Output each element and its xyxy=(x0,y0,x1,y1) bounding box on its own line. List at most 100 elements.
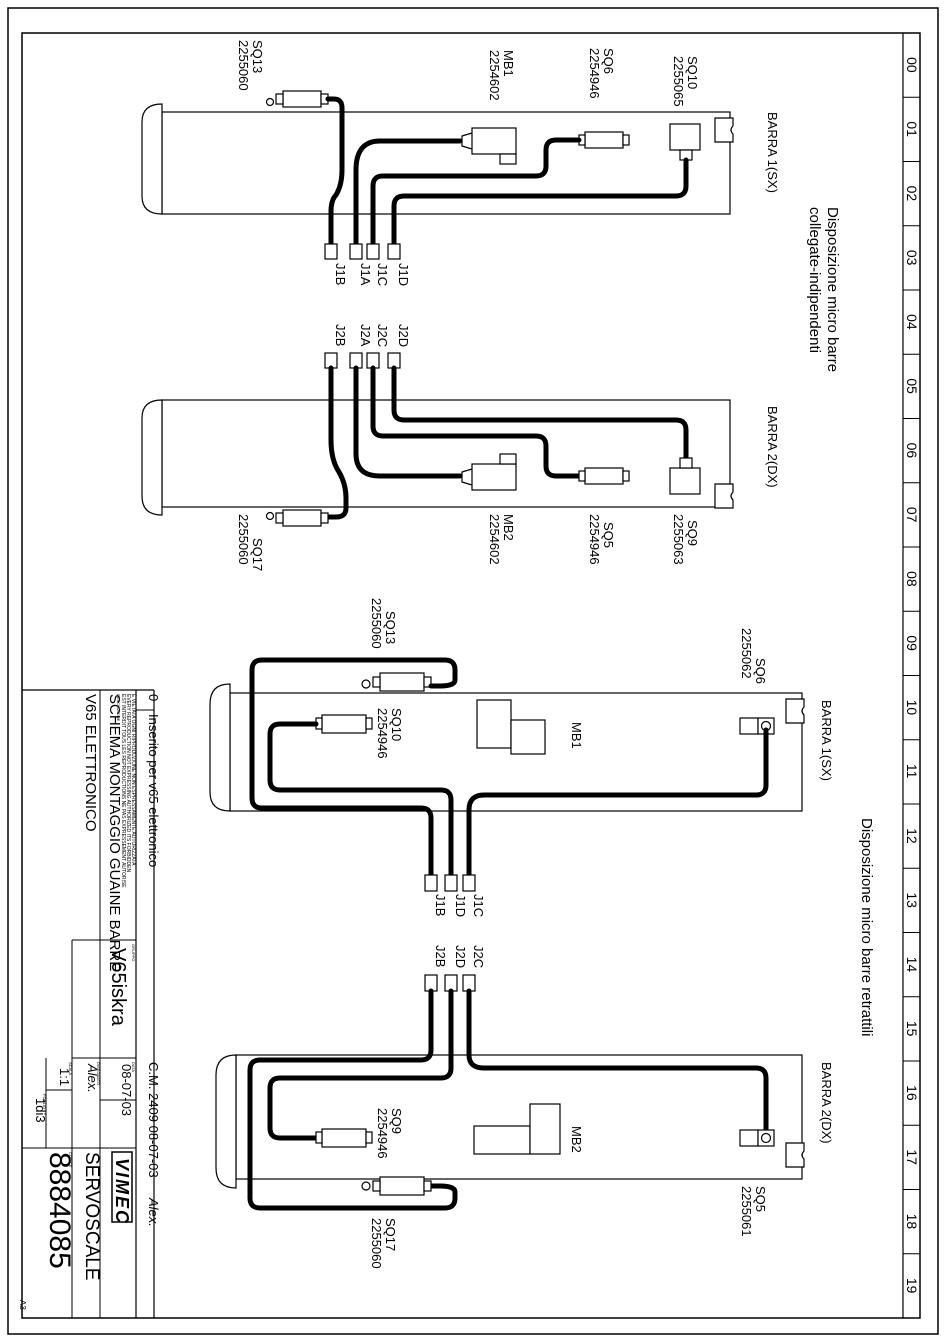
svg-text:J2D: J2D xyxy=(396,324,411,347)
zone-label: 02 xyxy=(904,186,920,202)
cables-bar-2-bottom xyxy=(247,988,769,1211)
bar-2-bottom: BARRA 2(DX) xyxy=(215,1054,834,1189)
bar-1-top-end-cap xyxy=(141,103,163,215)
zone-label: 11 xyxy=(904,764,920,779)
zone-label: 03 xyxy=(904,250,920,266)
zone-label: 01 xyxy=(904,121,920,137)
svg-text:SQ9: SQ9 xyxy=(389,1108,404,1134)
zone-label: 08 xyxy=(904,571,920,587)
bar-1-top-outline xyxy=(161,111,731,215)
top-section-title: Disposizione micro barre collegate-indip… xyxy=(806,207,841,372)
svg-text:J2C: J2C xyxy=(471,945,486,968)
bar-1-top-bracket xyxy=(714,117,734,143)
sq6-bottom: SQ6 2255062 xyxy=(739,628,775,735)
svg-text:DATA: DATA xyxy=(131,1062,136,1072)
svg-text:SQ5: SQ5 xyxy=(601,522,616,548)
mb1-top-magnet: MB1 2254602 xyxy=(461,50,517,165)
drawn-by: Alex. xyxy=(85,1063,100,1093)
cables-bar-2-top xyxy=(325,365,689,520)
zone-label: 16 xyxy=(904,1085,920,1101)
svg-text:J1A: J1A xyxy=(358,263,373,286)
mb2-bottom: MB2 xyxy=(473,1103,584,1155)
svg-text:MB1: MB1 xyxy=(569,722,584,749)
revision-signature: Alex. xyxy=(146,1197,161,1227)
svg-text:J2C: J2C xyxy=(375,324,390,347)
svg-text:SQ10: SQ10 xyxy=(685,56,700,89)
svg-text:FOGLIO: FOGLIO xyxy=(42,1094,47,1109)
zone-label: 15 xyxy=(904,1021,920,1037)
sq13-bottom: SQ13 2255060 xyxy=(361,598,432,692)
zone-label: 19 xyxy=(904,1278,920,1294)
svg-text:MB2: MB2 xyxy=(569,1126,584,1153)
zone-label: 06 xyxy=(904,443,920,459)
scale-value: 1:1 xyxy=(57,1068,72,1086)
zone-label: 17 xyxy=(904,1149,920,1165)
svg-text:2255060: 2255060 xyxy=(369,1218,384,1269)
svg-text:2254946: 2254946 xyxy=(587,514,602,565)
sq5-bottom: SQ5 2255061 xyxy=(739,1129,775,1237)
sq17-bottom: SQ17 2255060 xyxy=(361,1176,432,1269)
group-value: V65iskra xyxy=(107,948,129,1027)
svg-text:DISEGNATO: DISEGNATO xyxy=(96,1062,101,1085)
legal-notice-it: È VIETATA OGNI RIPRODUZIONE NON ESPRESSA… xyxy=(130,694,137,866)
bar-2-top-bracket xyxy=(714,483,734,509)
zone-label: 07 xyxy=(904,507,920,523)
zone-label: 12 xyxy=(904,828,920,844)
svg-text:J1D: J1D xyxy=(453,894,468,917)
mb1-bottom: MB1 xyxy=(476,699,584,755)
svg-text:BARRA 1(SX): BARRA 1(SX) xyxy=(819,700,834,781)
svg-text:2255060: 2255060 xyxy=(236,40,251,91)
zone-label: 10 xyxy=(904,700,920,716)
project-name: V65 ELETTRONICO xyxy=(82,694,99,832)
company-name: SERVOSCALE xyxy=(81,1152,102,1280)
zone-label: 18 xyxy=(904,1214,920,1230)
cables-bar-1-bottom xyxy=(249,657,769,878)
logo-text: VIMEC xyxy=(112,1158,132,1225)
svg-text:SQ13: SQ13 xyxy=(383,611,398,644)
zone-label: 14 xyxy=(904,957,920,973)
svg-text:2255060: 2255060 xyxy=(236,514,251,565)
sq10-bottom: SQ10 2254946 xyxy=(315,708,404,759)
top-title-line2: collegate-indipendenti xyxy=(806,207,823,353)
bar-1-top-label: BARRA 1(SX) xyxy=(765,112,780,193)
svg-text:MB2: MB2 xyxy=(501,514,516,541)
svg-text:J1B: J1B xyxy=(333,263,348,285)
revision-description: Inserito per v65 elettronico xyxy=(146,714,161,867)
bar-2-top-outline xyxy=(161,399,731,508)
legal-notice-en: EVERY REPRODUCTION NOT EXPRESSING AUTHOR… xyxy=(125,694,131,872)
sq5-top: SQ5 2254946 xyxy=(578,467,630,565)
sq6-top: SQ6 2254946 xyxy=(578,48,630,149)
j2-connectors-bottom: J2B J2D J2C xyxy=(424,945,486,992)
svg-text:J1D: J1D xyxy=(396,263,411,286)
zone-label: 09 xyxy=(904,635,920,651)
bottom-section-title: Disposizione micro barre retrattili xyxy=(858,818,875,1036)
title-block: 0 Inserito per v65 elettronico C.M. 2409… xyxy=(18,689,161,1318)
revision-reference: C.M. 2409 08-07-03 xyxy=(146,1062,161,1178)
svg-text:J1C: J1C xyxy=(375,263,390,286)
drawing-description: SCHEMA MONTAGGIO GUAINE BARRE xyxy=(106,694,123,971)
sq9-bottom: SQ9 2254946 xyxy=(315,1108,404,1159)
j1-connectors-top: J1B J1A J1C J1D xyxy=(324,243,411,286)
mb2-top-magnet: MB2 2254602 xyxy=(461,453,517,565)
sheet-number: 1di3 xyxy=(33,1098,48,1123)
sq17-top: SQ17 2255060 xyxy=(236,509,329,571)
sq13-top-roller xyxy=(265,97,275,107)
svg-text:SQ17: SQ17 xyxy=(250,538,265,571)
svg-text:2255065: 2255065 xyxy=(671,56,686,107)
j1-connectors-bottom: J1B J1D J1C xyxy=(424,874,486,917)
svg-text:SQ6: SQ6 xyxy=(601,48,616,74)
svg-text:J2B: J2B xyxy=(333,324,348,346)
zone-label: 00 xyxy=(904,57,920,73)
svg-text:BARRA 2(DX): BARRA 2(DX) xyxy=(819,1062,834,1144)
svg-text:GRUPPO: GRUPPO xyxy=(131,944,136,961)
svg-text:CODICE: CODICE xyxy=(68,1152,73,1168)
svg-text:2254946: 2254946 xyxy=(587,48,602,99)
svg-text:J1B: J1B xyxy=(433,894,448,916)
vimec-logo xyxy=(111,1151,133,1223)
outer-border xyxy=(7,7,939,1335)
svg-text:SQ13: SQ13 xyxy=(250,40,265,73)
svg-text:2255061: 2255061 xyxy=(739,1186,754,1237)
svg-text:SQ6: SQ6 xyxy=(753,658,768,684)
svg-text:J2B: J2B xyxy=(433,945,448,967)
